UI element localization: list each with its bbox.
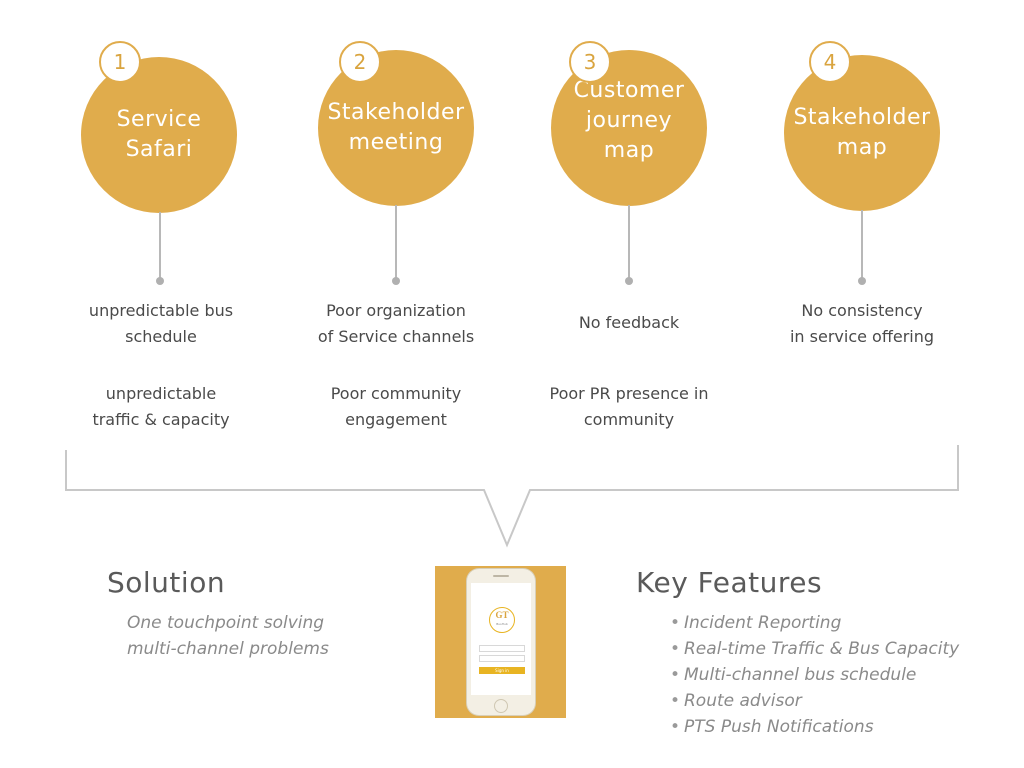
password-field[interactable]: [479, 655, 525, 662]
feature-list: Incident Reporting Real-time Traffic & B…: [670, 610, 959, 740]
sign-in-button[interactable]: Sign in: [479, 667, 525, 674]
finding: unpredictable bus schedule: [88, 301, 234, 346]
step-title-line: Safari: [125, 137, 193, 162]
step-circle: Stakeholder meeting: [318, 50, 474, 206]
step-circle: Stakeholder map: [784, 55, 940, 211]
feature-item: PTS Push Notifications: [670, 714, 959, 740]
phone-frame: GT BusHub Sign in: [467, 569, 535, 715]
step-number-badge: 3: [569, 41, 611, 83]
step-title-line: meeting: [348, 130, 444, 155]
finding: unpredictable traffic & capacity: [92, 384, 230, 429]
app-logo-text: GT: [495, 610, 509, 620]
connector-dot: [156, 277, 164, 285]
username-field[interactable]: [479, 645, 525, 652]
connector-dot: [392, 277, 400, 285]
solution-heading: Solution: [107, 566, 226, 599]
step-number-badge: 2: [339, 41, 381, 83]
feature-item: Real-time Traffic & Bus Capacity: [670, 636, 959, 662]
finding: No consistency in service offering: [789, 301, 935, 346]
key-features-heading: Key Features: [636, 566, 823, 599]
app-logo-subtext: BusHub: [496, 622, 508, 626]
connector-dot: [625, 277, 633, 285]
app-mockup: GT BusHub Sign in: [435, 566, 566, 718]
connector-line: [395, 205, 397, 280]
connector-line: [861, 210, 863, 280]
phone-screen: GT BusHub Sign in: [471, 583, 531, 695]
finding: Poor community engagement: [330, 384, 462, 429]
step-title-line: Stakeholder: [793, 105, 931, 130]
home-button: [494, 699, 508, 713]
connector-dot: [858, 277, 866, 285]
solution-description: One touchpoint solving multi-channel pro…: [127, 613, 329, 659]
step-title-line: map: [836, 135, 888, 160]
feature-item: Multi-channel bus schedule: [670, 662, 959, 688]
step-title-line: Service: [116, 107, 202, 132]
step-number-badge: 1: [99, 41, 141, 83]
phone-speaker: [493, 575, 509, 577]
feature-item: Route advisor: [670, 688, 959, 714]
step-title-line: Stakeholder: [327, 100, 465, 125]
connector-line: [628, 205, 630, 280]
finding: No feedback: [578, 313, 680, 332]
finding: Poor PR presence in community: [549, 384, 709, 429]
app-logo: GT BusHub: [489, 607, 515, 633]
feature-item: Incident Reporting: [670, 610, 959, 636]
finding: Poor organization of Service channels: [317, 301, 475, 346]
connector-line: [159, 212, 161, 280]
sign-in-button-label: Sign in: [495, 668, 509, 673]
step-circle: Service Safari: [81, 57, 237, 213]
step-number-badge: 4: [809, 41, 851, 83]
step-title-line: map: [603, 138, 655, 163]
step-title-line: journey: [585, 108, 673, 133]
